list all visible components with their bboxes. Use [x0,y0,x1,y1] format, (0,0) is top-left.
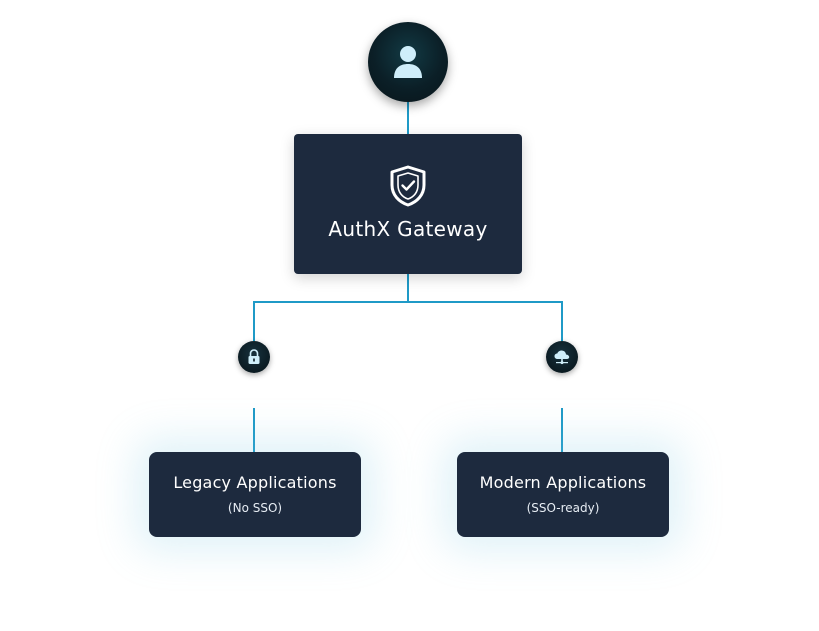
cloud-network-icon [554,350,570,365]
legacy-applications-title: Legacy Applications [173,473,337,492]
shield-check-icon [390,165,426,207]
modern-applications-subtitle: (SSO-ready) [526,501,600,515]
gateway-box: AuthX Gateway [294,134,522,274]
connector-horizontal [253,301,563,303]
legacy-applications-box: Legacy Applications (No SSO) [149,452,361,537]
connector-modern-box [561,408,563,452]
lock-icon [248,349,260,364]
gateway-title: AuthX Gateway [328,217,488,241]
connector-modern-down [561,301,563,341]
connector-legacy-down [253,301,255,341]
user-icon [394,46,422,78]
connector-gateway-split [407,274,409,303]
modern-applications-box: Modern Applications (SSO-ready) [457,452,669,537]
connector-user-gateway [407,102,409,134]
user-node [368,22,448,102]
modern-node [546,341,578,373]
modern-applications-title: Modern Applications [479,473,647,492]
legacy-applications-subtitle: (No SSO) [227,501,283,515]
legacy-node [238,341,270,373]
connector-legacy-box [253,408,255,452]
